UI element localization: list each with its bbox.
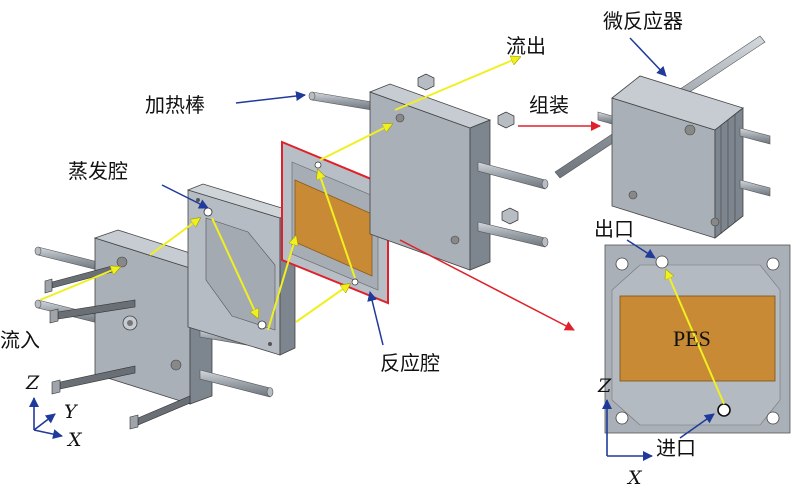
outlet-label: 出口 (594, 217, 634, 241)
outflow-label: 流出 (506, 34, 546, 58)
membrane-label: PES (673, 326, 711, 351)
microreactor-label: 微反应器 (603, 9, 683, 33)
outlet-end-plate (308, 73, 549, 271)
callout-arrows (161, 37, 715, 439)
axis-x-right: X (626, 467, 643, 489)
axis-z-right: Z (597, 375, 612, 397)
evaporation-chamber-label: 蒸发腔 (68, 159, 128, 183)
reaction-chamber-label: 反应腔 (380, 351, 440, 375)
inflow-label: 流入 (0, 328, 40, 352)
axes-left (29, 397, 63, 440)
assembled-microreactor (554, 35, 771, 239)
reaction-chamber-detail (604, 244, 791, 434)
assembly-label: 组装 (529, 93, 569, 117)
evaporation-plate (186, 183, 297, 356)
inlet-label: 进口 (656, 436, 696, 460)
flow-path (39, 57, 520, 331)
axis-x-left: X (66, 429, 83, 451)
heating-rod-label: 加热棒 (145, 93, 205, 117)
axes-right (602, 399, 653, 461)
axis-y-left: Y (64, 401, 79, 423)
axis-z-left: Z (25, 372, 40, 394)
